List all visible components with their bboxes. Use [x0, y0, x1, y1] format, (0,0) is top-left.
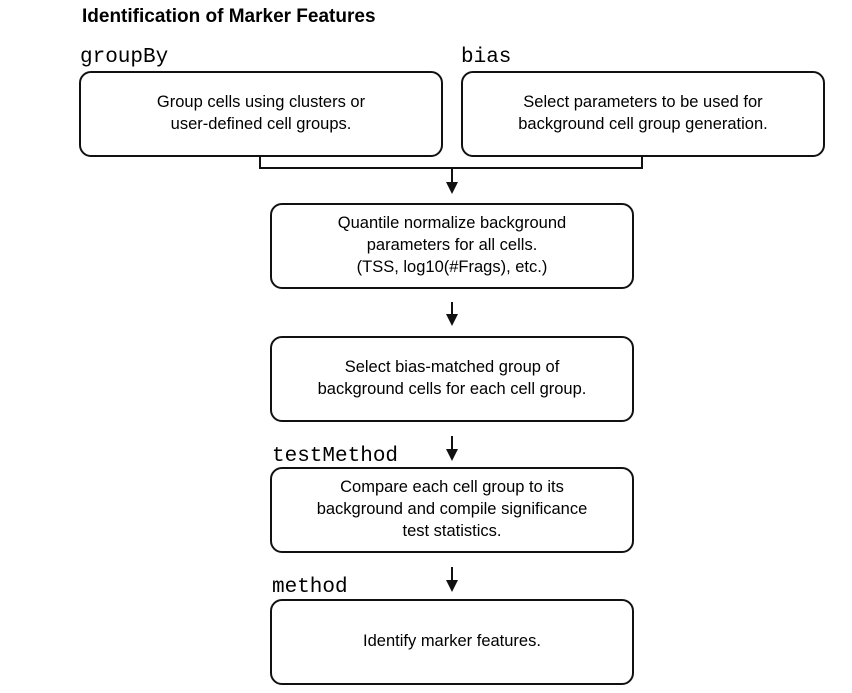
diagram-title: Identification of Marker Features	[82, 6, 376, 27]
merge-bracket	[259, 157, 643, 169]
select-parameters-line-1: Select parameters to be used for	[523, 93, 763, 112]
group-cells-line-2: user-defined cell groups.	[170, 115, 352, 133]
compare-groups-line-3: test statistics.	[402, 521, 502, 540]
quantile-normalize-line-3: (TSS, log10(#Frags), etc.)	[356, 257, 548, 276]
compare-groups-line-1: Compare each cell group to its	[340, 478, 564, 497]
quantile-normalize-line-2: parameters for all cells.	[366, 236, 538, 255]
quantile-normalize-line-1: Quantile normalize background	[337, 214, 567, 233]
identify-marker-features-box: Identify marker features.	[270, 599, 634, 685]
select-bias-matched-box: Select bias-matched group of background …	[270, 336, 634, 422]
group-cells-line-1: Group cells using clusters or	[156, 93, 366, 112]
group-cells-box: Group cells using clusters or user-defin…	[79, 71, 443, 157]
compare-groups-line-2: background and compile significance	[316, 500, 588, 519]
select-bias-matched-line-1: Select bias-matched group of	[344, 358, 560, 377]
method-param-label: method	[272, 576, 348, 599]
quantile-normalize-box: Quantile normalize background parameters…	[270, 203, 634, 289]
identify-marker-features-line-1: Identify marker features.	[363, 632, 541, 651]
select-parameters-box: Select parameters to be used for backgro…	[461, 71, 825, 157]
compare-groups-box: Compare each cell group to its backgroun…	[270, 467, 634, 553]
groupby-param-label: groupBy	[80, 46, 169, 69]
select-parameters-line-2: background cell group generation.	[518, 115, 768, 133]
bias-param-label: bias	[461, 46, 512, 69]
testmethod-param-label: testMethod	[272, 445, 399, 468]
select-bias-matched-line-2: background cells for each cell group.	[317, 380, 587, 398]
